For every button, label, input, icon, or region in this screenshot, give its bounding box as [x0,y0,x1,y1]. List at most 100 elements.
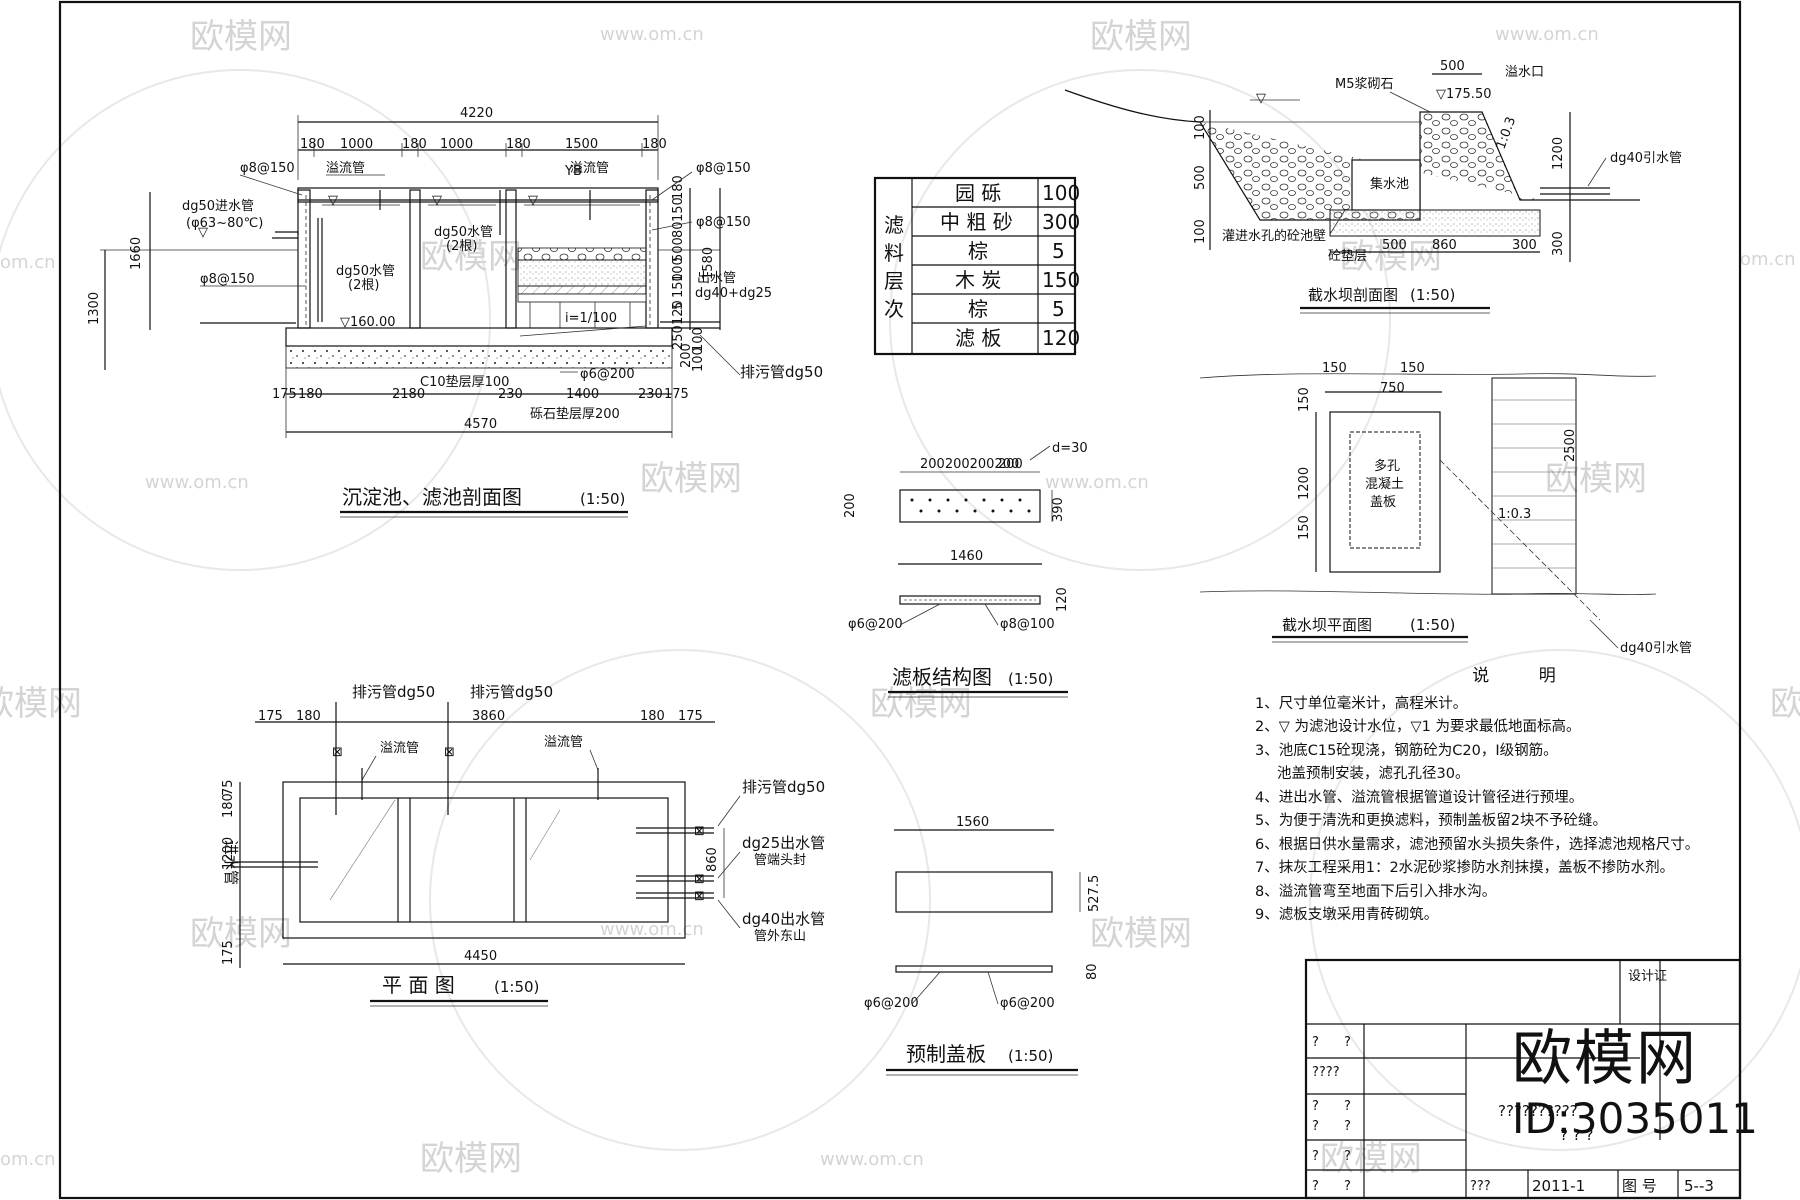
figure-number: 5--3 [1684,1177,1714,1195]
dim-1000: 1000 [440,137,473,152]
cell-value: ???? [1312,1065,1340,1080]
cover-scale: (1:50) [1008,1047,1053,1065]
cell-value: ? [1344,1179,1351,1194]
dim-5: 5 [671,302,686,310]
title-block: 设计证 ? ? ???? ? ? ? ? ? ? ? ? ?????????? … [1304,958,1742,1200]
table-group-char: 滤 [884,213,904,237]
section-scale: (1:50) [580,490,625,508]
label-rebar: φ8@150 [200,272,255,287]
label-concrete-pad: 砼垫层 [1328,248,1367,264]
dim-180: 180 [300,137,325,152]
filter-layers-table: 滤 料 层 次 园 砾 100 中 粗 砂 300 棕 5 木 炭 150 棕 … [873,176,1080,356]
label-cover-line3: 盖板 [1370,495,1396,510]
plan-view-drawing: 175 180 3860 180 175 排污管dg50 排污管dg50 ⊠ ⊠… [221,683,825,1007]
watermark-logo: 欧模网 [190,17,292,57]
note-item: 8、溢流管弯至地面下后引入排水沟。 [1255,883,1497,900]
dim-500: 500 [1193,165,1208,190]
watermark-url: om.cn [0,1149,56,1170]
dim-527: 527.5 [1087,875,1102,912]
note-item: 2、▽ 为滤池设计水位，▽1 为要求最低地面标高。 [1255,719,1581,735]
label-slope: i=1/100 [565,311,617,326]
dim-1560: 1560 [956,815,989,830]
label-overflow: 溢流管 [570,161,609,176]
label-yb: YB [564,164,582,179]
dim-175: 175 [272,387,297,402]
precast-cover-drawing: 1560 527.5 80 φ6@200 φ6@200 预制盖板 (1:50) [864,815,1102,1076]
filter-plate-scale: (1:50) [1008,670,1053,688]
label-rebar: φ8@150 [696,161,751,176]
notes-heading: 说 明 [1472,666,1578,686]
watermark-layer: 欧模网 www.om.cn 欧模网 www.om.cn om.cn 欧模网 欧模… [0,17,1800,1179]
dim-100: 100 [1193,219,1208,244]
label-overflow: 溢流管 [544,735,583,750]
cell-value: ? [1344,1119,1351,1134]
dim-1300: 1300 [87,292,102,325]
dim-1660: 1660 [129,237,144,270]
dim-175: 175 [678,709,703,724]
watermark-url: www.om.cn [820,1149,924,1170]
dim-100: 100 [1193,115,1208,140]
dim-120: 120 [1055,587,1070,612]
brand-logo: 欧模网 [1512,1024,1698,1094]
watermark-logo: 欧模网 [1090,914,1192,954]
label-cover-line2: 混凝土 [1365,476,1404,492]
dim-500: 500 [1440,59,1465,74]
label-drain: 排污管dg50 [740,363,823,381]
label-outlet: 出水管 [697,271,736,286]
label-slope: 1:0.3 [1498,507,1531,522]
dim-180: 180 [671,175,686,200]
label-water-pipe-sub: (2根) [348,278,379,293]
label-pipe: dg40引水管 [1610,151,1682,166]
watermark-logo: 欧模网 [1770,684,1800,724]
tank-section-drawing: 4220 180 1000 180 1000 180 1500 180 ▽ [87,106,823,518]
label-design: 设计证 [1628,969,1667,984]
svg-text:⊠: ⊠ [694,889,705,904]
label-elevation: ▽160.00 [340,315,396,330]
dim-2180: 2180 [392,387,425,402]
dim-150: 150 [671,273,686,298]
label-inlet: dg50进水管 [182,199,254,214]
dim-180: 180 [296,709,321,724]
dim-1500: 1500 [565,137,598,152]
label-m5-masonry: M5浆砌石 [1335,77,1394,92]
cell-value: ? [1312,1099,1319,1114]
table-layer-name: 滤 板 [955,326,1001,350]
dim-150: 150 [1400,361,1425,376]
label-collection-well: 集水池 [1370,176,1409,192]
dam-plan-drawing: 150 750 150 多孔 混凝土 盖板 150 1200 150 2500 … [1199,361,1692,656]
table-layer-name: 中 粗 砂 [940,210,1013,234]
label-cover-line1: 多孔 [1374,458,1400,474]
svg-text:▽: ▽ [1256,91,1266,106]
table-layer-name: 木 炭 [955,268,1001,292]
label-concrete-wall: 灌进水孔的砼池壁 [1222,228,1326,244]
watermark-logo: 欧模网 [190,914,292,954]
table-layer-value: 5 [1052,297,1065,321]
watermark-logo: 欧模网 [1090,17,1192,57]
table-layer-name: 棕 [968,297,988,321]
dim-175: 175 [664,387,689,402]
dim-100: 100 [691,327,706,352]
design-notes: 说 明 1、尺寸单位毫米计，高程米计。 2、▽ 为滤池设计水位，▽1 为要求最低… [1255,665,1775,928]
label-gravel-layer: 砾石垫层厚200 [530,406,620,422]
cell-value: ? [1312,1179,1319,1194]
dim-230: 230 [498,387,523,402]
dam-plan-scale: (1:50) [1410,616,1455,634]
label-rebar: φ6@200 [1000,996,1055,1011]
dim-1460: 1460 [950,549,983,564]
label-rebar: φ6@200 [848,617,903,632]
label-elevation: ▽175.50 [1436,87,1492,102]
label-rebar: φ8@150 [240,161,295,176]
dim-150: 150 [671,197,686,222]
watermark-url: www.om.cn [145,472,249,493]
label-rebar-bottom: φ6@200 [580,367,635,382]
dam-section-scale: (1:50) [1410,286,1455,304]
label-water-pipe-sub: (2根) [446,239,477,254]
label-rebar: φ6@200 [864,996,919,1011]
dim-1000: 1000 [340,137,373,152]
svg-text:▽: ▽ [328,193,338,208]
dim-300: 300 [1512,238,1537,253]
label-drain: 排污管dg50 [742,778,825,796]
dam-plan-title: 截水坝平面图 [1282,616,1372,634]
note-item: 1、尺寸单位毫米计，高程米计。 [1255,695,1468,712]
